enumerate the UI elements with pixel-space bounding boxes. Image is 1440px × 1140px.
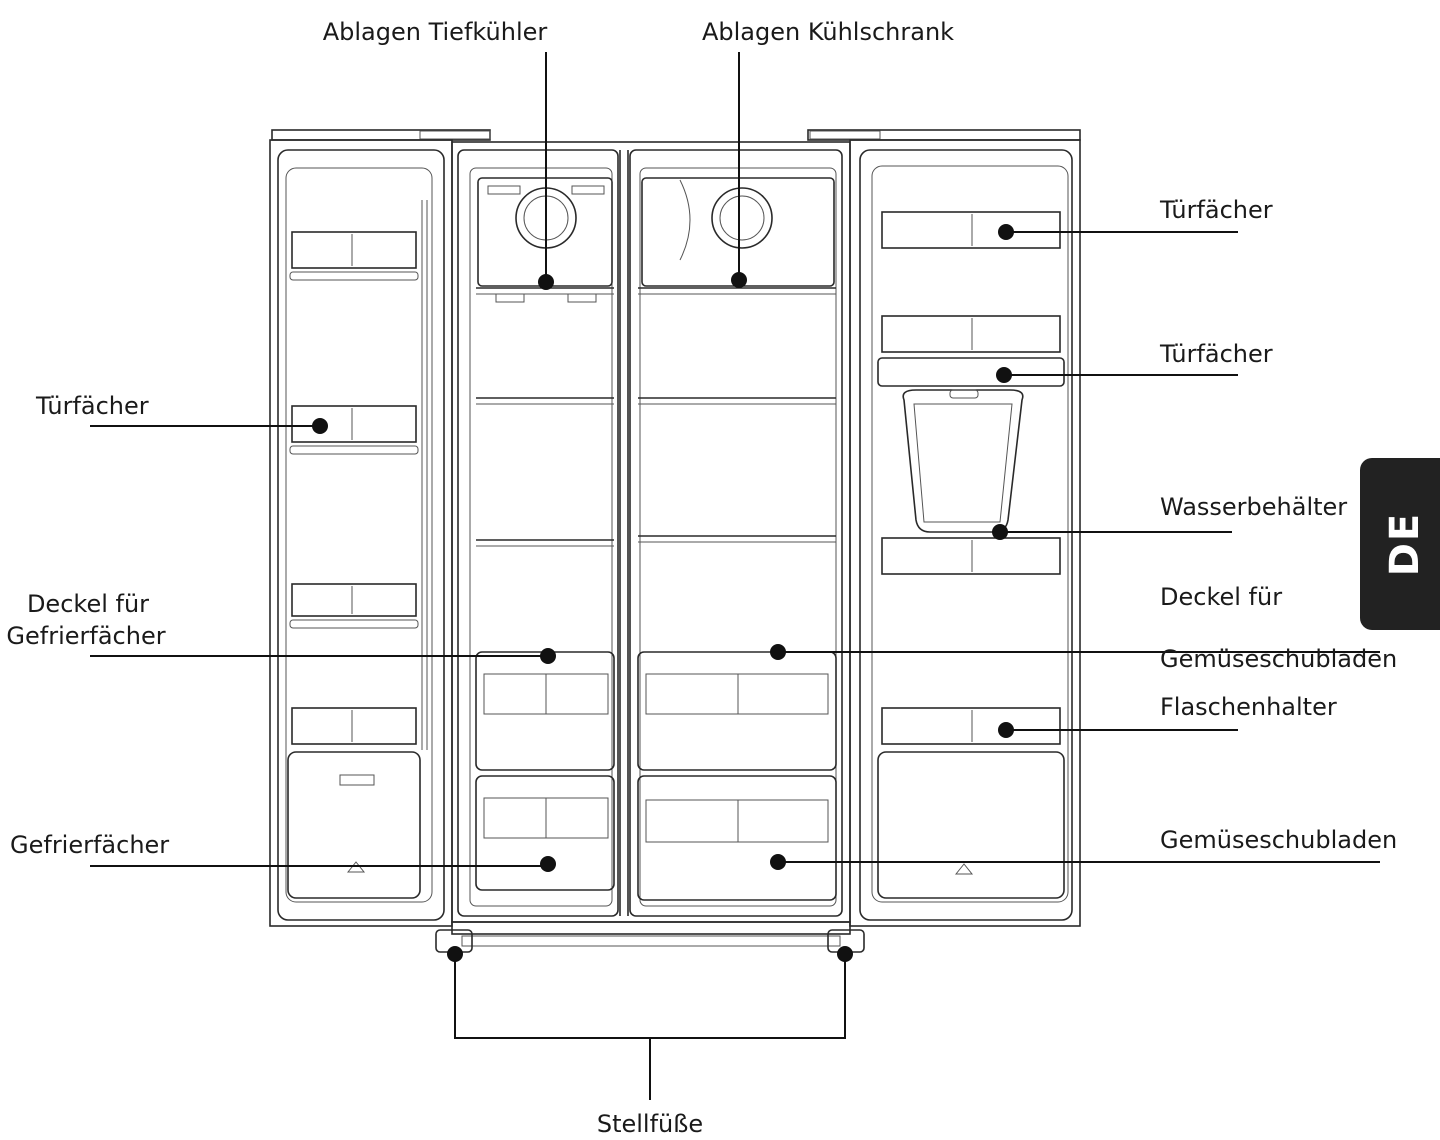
marker-freezer-drawers: [540, 856, 556, 872]
marker-shelves-fridge: [731, 272, 747, 288]
label-shelves-fridge: Ablagen Kühlschrank: [702, 18, 954, 46]
label-door-bins-right-mid: Türfächer: [1159, 340, 1273, 368]
label-water-tank: Wasserbehälter: [1160, 493, 1347, 521]
label-freezer-lid-line1: Deckel für: [27, 590, 149, 618]
label-crisper-lid-line1: Deckel für: [1160, 583, 1282, 611]
marker-foot-right: [837, 946, 853, 962]
label-shelves-freezer: Ablagen Tiefkühler: [323, 18, 548, 46]
marker-shelves-freezer: [538, 274, 554, 290]
language-tab: DE: [1360, 458, 1440, 630]
leader-feet: [454, 954, 846, 1039]
marker-foot-left: [447, 946, 463, 962]
cabinet: [451, 141, 851, 923]
label-freezer-drawers: Gefrierfächer: [10, 831, 169, 859]
labels: Ablagen Tiefkühler Ablagen Kühlschrank T…: [6, 18, 1397, 1138]
refrigerator-outline: [269, 129, 1081, 953]
marker-crisper-drawers: [770, 854, 786, 870]
callouts: [90, 52, 1380, 1100]
marker-bottle-holder: [998, 722, 1014, 738]
marker-door-bins-right-top: [998, 224, 1014, 240]
marker-freezer-lid: [540, 648, 556, 664]
label-feet: Stellfüße: [597, 1110, 703, 1138]
label-freezer-lid-line2: Gefrierfächer: [6, 622, 165, 650]
marker-door-bins-left: [312, 418, 328, 434]
language-tab-label: DE: [1382, 511, 1428, 577]
label-crisper-lid-line2: Gemüseschubladen: [1160, 645, 1397, 673]
label-door-bins-left: Türfächer: [35, 392, 149, 420]
label-crisper-drawers: Gemüseschubladen: [1160, 826, 1397, 854]
marker-crisper-lid: [770, 644, 786, 660]
base: [435, 921, 865, 953]
marker-door-bins-right-mid: [996, 367, 1012, 383]
label-door-bins-right-top: Türfächer: [1159, 196, 1273, 224]
left-door: [269, 139, 453, 927]
label-bottle-holder: Flaschenhalter: [1160, 693, 1337, 721]
marker-water-tank: [992, 524, 1008, 540]
